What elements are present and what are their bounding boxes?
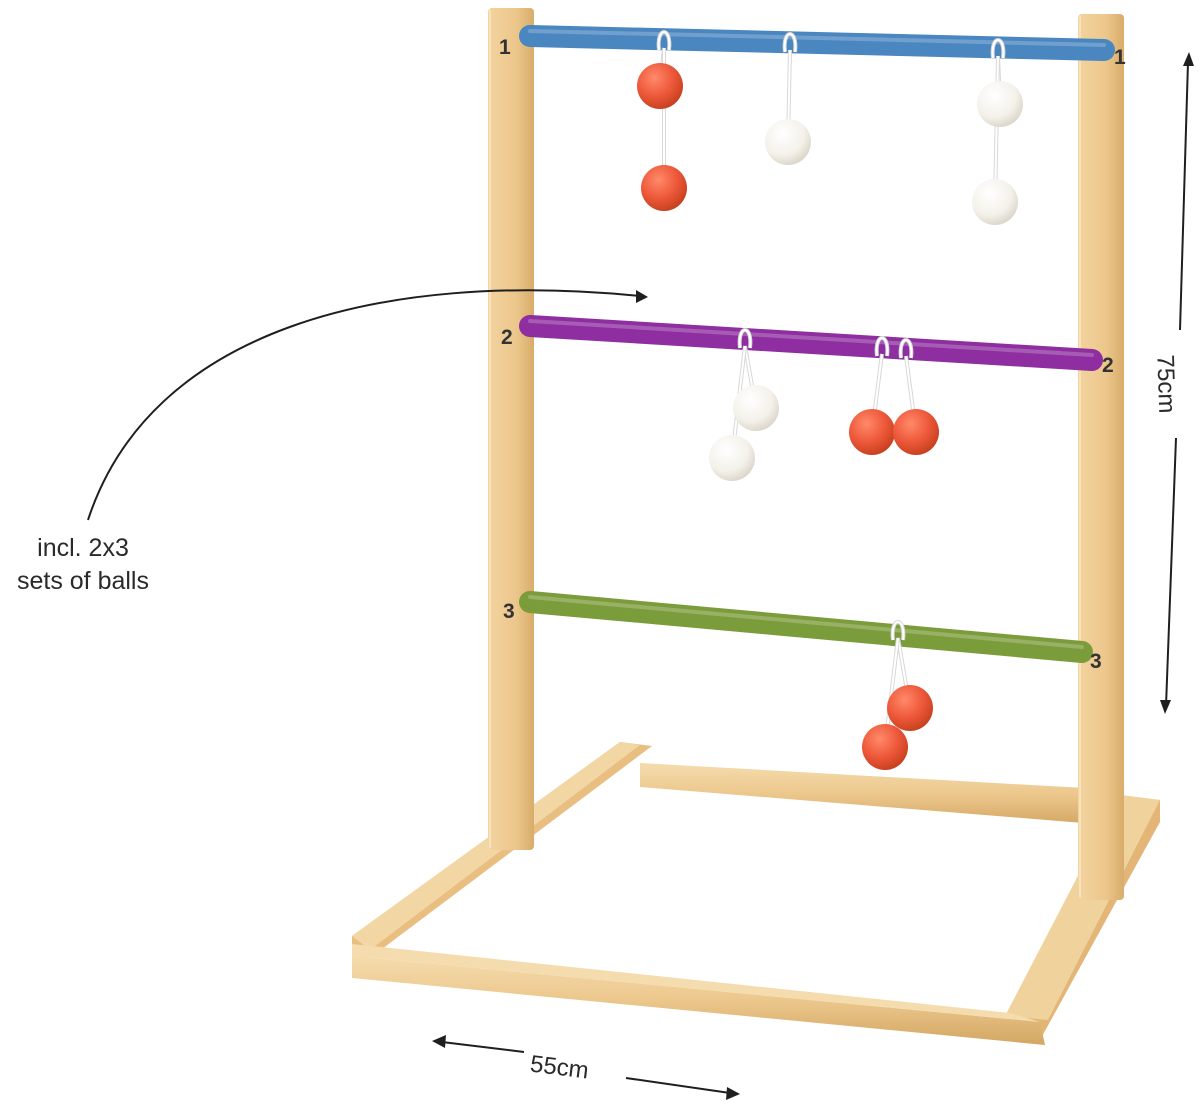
red-ball-6-1 [893, 409, 939, 455]
rung-1-label-right: 1 [1114, 46, 1126, 69]
width-dimension-arrow [432, 1035, 740, 1100]
rungs [519, 25, 1115, 663]
caption-line-1: incl. 2x3 [37, 534, 129, 562]
bolas [637, 30, 1023, 770]
base-front-bar-top [352, 944, 1040, 1022]
white-ball-2-1 [765, 119, 811, 165]
rung-1-label-left: 1 [499, 36, 511, 59]
red-ball-7-1 [887, 685, 933, 731]
bola-3-string-inner-2 [994, 55, 999, 203]
bola-1-loop-inner [657, 31, 671, 51]
rung-2-label-left: 2 [501, 326, 513, 349]
rung-1-highlight [528, 29, 1106, 47]
rung-1 [519, 25, 1115, 61]
white-ball-3-2 [972, 179, 1018, 225]
bola-4-loop-inner [738, 329, 752, 349]
rung-2 [519, 315, 1103, 371]
callout-arrowhead [636, 290, 648, 303]
white-ball-4-2 [709, 435, 755, 481]
height-dimension-arrow [1160, 52, 1194, 714]
red-ball-1-1 [637, 63, 683, 109]
rung-3-label-right: 3 [1090, 650, 1102, 673]
base-front-bar [352, 956, 1045, 1045]
bola-5-loop-inner [875, 337, 889, 357]
rung-3 [519, 591, 1093, 663]
balls-included-caption: incl. 2x3 sets of balls [0, 532, 178, 598]
rung-2-label-right: 2 [1102, 354, 1114, 377]
red-ball-5-1 [849, 409, 895, 455]
white-ball-4-1 [733, 385, 779, 431]
rung-3-label-left: 3 [503, 600, 515, 623]
base-back-bar [640, 763, 1120, 826]
height-dimension-label: 75cm [1151, 354, 1181, 414]
caption-line-2: sets of balls [16, 567, 149, 595]
bola-7-loop-inner [891, 621, 905, 641]
bola-2-loop-inner [783, 33, 797, 53]
white-ball-3-1 [977, 81, 1023, 127]
left-upright [488, 8, 534, 850]
bola-3-loop-inner [991, 39, 1005, 59]
callout-curve-arrow [87, 289, 641, 521]
base-frame [352, 742, 1160, 1045]
rung-2-highlight [528, 319, 1094, 357]
right-upright [1078, 14, 1124, 900]
red-ball-1-2 [641, 165, 687, 211]
rung-3-highlight [528, 595, 1084, 649]
red-ball-7-2 [862, 724, 908, 770]
bola-6-loop-inner [899, 339, 913, 359]
